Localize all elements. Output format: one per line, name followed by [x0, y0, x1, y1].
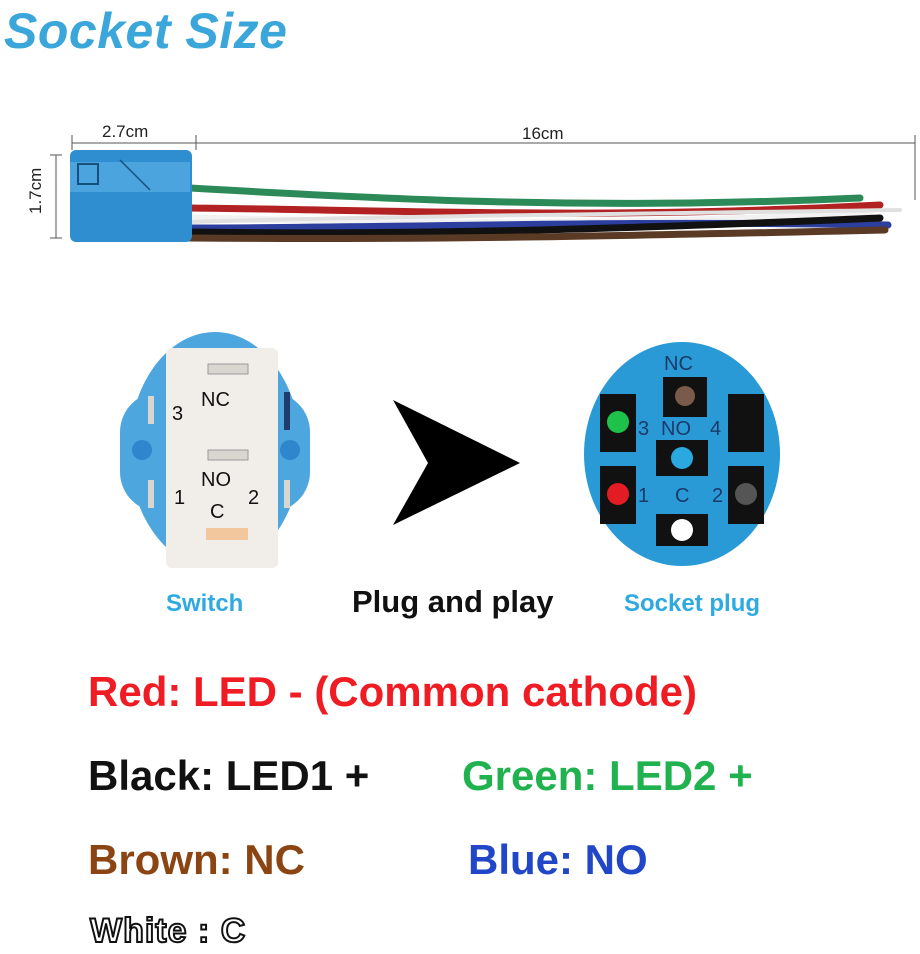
connector-body: [70, 150, 192, 242]
switch-pin-no: NO: [201, 469, 231, 491]
switch-pin-3: 3: [172, 403, 183, 425]
caption-plug-and-play: Plug and play: [352, 584, 554, 619]
socket-pin-c: C: [675, 485, 689, 507]
dimension-lines: [50, 135, 916, 239]
page-title: Socket Size: [4, 3, 288, 59]
white-dot: [671, 519, 693, 541]
legend-blue: Blue: NO: [468, 836, 648, 883]
caption-socket-plug: Socket plug: [624, 590, 761, 617]
switch-illustration: NC 3 NO 1 2 C: [120, 332, 310, 568]
switch-pin-c: C: [210, 501, 224, 523]
blue-dot: [671, 447, 693, 469]
socket-pin-2: 2: [712, 485, 723, 507]
legend-white: White : C: [89, 911, 247, 951]
legend-green: Green: LED2 +: [462, 752, 753, 799]
dimension-height: 1.7cm: [26, 167, 45, 214]
caption-switch: Switch: [166, 590, 244, 617]
socket-pin-3: 3: [638, 418, 649, 440]
socket-pin-1: 1: [638, 485, 649, 507]
arrow-icon: [393, 400, 520, 525]
legend-brown: Brown: NC: [88, 836, 305, 883]
dimension-width-connector: 2.7cm: [102, 122, 149, 141]
green-dot: [607, 411, 629, 433]
switch-pin-1: 1: [174, 487, 185, 509]
socket-pin-nc: NC: [664, 353, 693, 375]
switch-pin-2: 2: [248, 487, 259, 509]
brown-dot: [675, 386, 695, 406]
socket-pin-no: NO: [661, 418, 691, 440]
switch-pin-nc: NC: [201, 389, 230, 411]
black-dot: [735, 483, 757, 505]
socket-pin-4: 4: [710, 418, 721, 440]
legend-black: Black: LED1 +: [88, 752, 370, 799]
legend-red: Red: LED - (Common cathode): [88, 668, 697, 715]
wires: [186, 184, 902, 243]
socket-illustration: NC 3 NO 4 1 C 2: [584, 342, 780, 566]
red-dot: [607, 483, 629, 505]
cable-illustration: [50, 135, 916, 243]
dimension-width-cable: 16cm: [522, 124, 564, 143]
